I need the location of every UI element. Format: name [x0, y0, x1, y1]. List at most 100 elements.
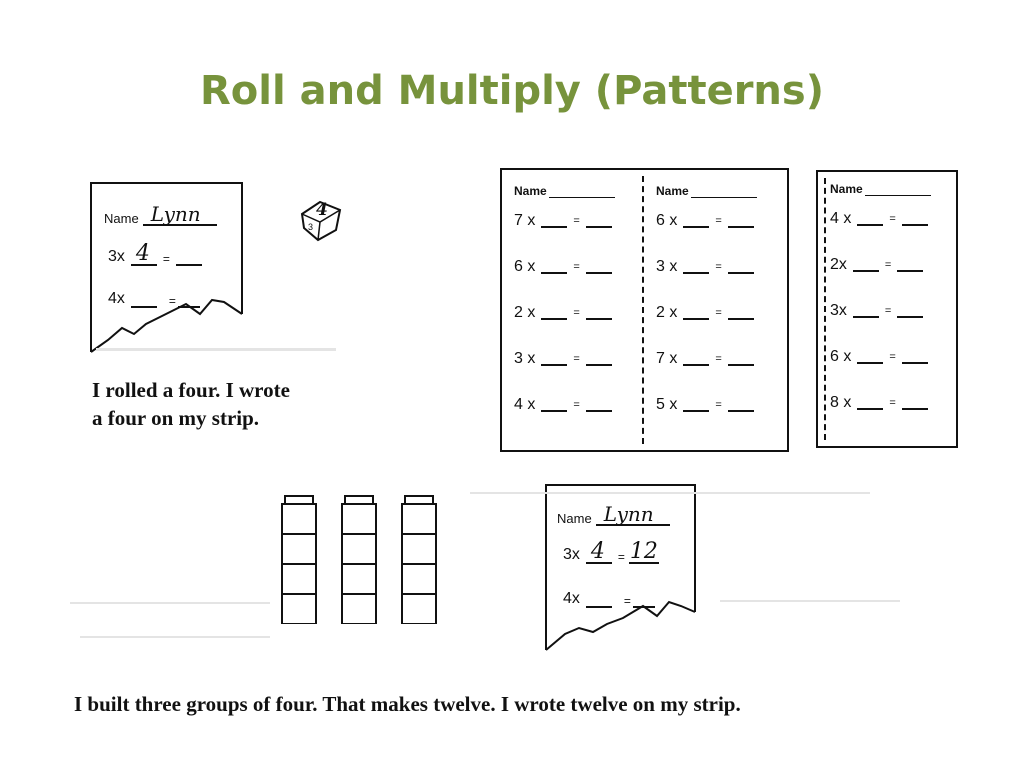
equals-sign: = [573, 353, 580, 365]
problem-row: 4 x= [514, 382, 618, 428]
factor: 5 x [656, 396, 678, 413]
linking-cube [281, 563, 317, 595]
equals-sign: = [715, 353, 722, 365]
blank [130, 296, 157, 308]
equals-sign: = [162, 252, 170, 266]
blank [901, 212, 928, 226]
worksheet-column: Name 4 x= 2x= 3x= 6 x= 8 x= [830, 174, 934, 426]
problem-row: 5 x= [656, 382, 760, 428]
worksheet-column-2: Name 6 x= 3 x= 2 x= 7 x= 5 x= [656, 176, 760, 428]
filled-blank: 4 [130, 238, 157, 266]
problem-row: 3 x = [514, 336, 618, 382]
name-value: Lynn [150, 202, 201, 226]
blank [683, 352, 710, 366]
caption-line-2: a four on my strip. [92, 406, 260, 430]
equals-sign: = [884, 305, 892, 317]
name-blank [690, 187, 757, 198]
answer-blank [177, 296, 200, 308]
factor: 3 x [656, 258, 678, 275]
worksheet-single-column: Name 4 x= 2x= 3x= 6 x= 8 x= [816, 170, 958, 448]
linking-cube [341, 563, 377, 595]
blank [727, 398, 754, 412]
problem-row: 2 x = [514, 290, 618, 336]
equals-sign: = [573, 261, 580, 273]
worksheet-two-column: Name 7 x= 6 x= 2 x= 3 x= 4 x= Name 6 x= … [500, 168, 789, 452]
name-label: Name [656, 184, 689, 198]
problem-row: 6 x = [830, 334, 934, 380]
factor: 2x [830, 256, 847, 273]
linking-cube [401, 533, 437, 565]
problem-row: 2x= [830, 242, 934, 288]
filled-value: 4 [590, 539, 605, 564]
name-blank [548, 187, 615, 198]
factor: 3x [108, 248, 125, 265]
equals-sign: = [617, 550, 625, 564]
answer-blank [632, 596, 655, 608]
equals-sign: = [889, 351, 896, 363]
equals-sign: = [715, 215, 722, 227]
problem-row: 3 x= [656, 244, 760, 290]
name-label: Name [557, 511, 592, 526]
factor: 3 x [514, 350, 536, 367]
column-divider [642, 176, 644, 444]
factor: 2 x [514, 304, 536, 321]
equals-sign: = [623, 594, 631, 608]
scan-speck [96, 348, 336, 351]
blank [727, 260, 754, 274]
strip-row-1: 3x 4 = [108, 226, 202, 266]
cube-tower-cap [404, 495, 434, 505]
blank [897, 304, 924, 318]
name-blank [864, 185, 931, 196]
worksheet-column-1: Name 7 x= 6 x= 2 x= 3 x= 4 x= [514, 176, 618, 428]
caption-bottom: I built three groups of four. That makes… [74, 692, 741, 716]
die-face-value: 4 [316, 200, 328, 220]
die-icon [300, 200, 342, 242]
blank [585, 306, 612, 320]
factor: 4 x [830, 210, 852, 227]
blank [727, 306, 754, 320]
name-blank: Lynn [142, 198, 217, 226]
blank [541, 260, 568, 274]
slide-title: Roll and Multiply (Patterns) [199, 68, 824, 114]
equals-sign: = [573, 399, 580, 411]
blank [857, 350, 884, 364]
factor: 4x [108, 290, 125, 307]
blank [683, 260, 710, 274]
strip-row-2: 4x = [563, 568, 655, 608]
blank [585, 352, 612, 366]
blank [585, 398, 612, 412]
name-blank: Lynn [595, 498, 670, 526]
blank [585, 260, 612, 274]
strip-row-2: 4x = [108, 268, 200, 308]
column-divider [824, 178, 826, 440]
scan-speck [70, 602, 270, 604]
blank [541, 306, 568, 320]
name-value: Lynn [603, 502, 654, 526]
answer-blank [175, 254, 202, 266]
equals-sign: = [573, 307, 580, 319]
number-strip-bottom: Name Lynn 3x 4 = 12 4x = [545, 484, 701, 656]
blank [897, 258, 924, 272]
factor: 2 x [656, 304, 678, 321]
linking-cube [401, 593, 437, 624]
cube-towers-drawing [281, 495, 437, 624]
linking-cube [281, 593, 317, 624]
factor: 8 x [830, 394, 852, 411]
blank [852, 258, 879, 272]
equals-sign: = [168, 294, 176, 308]
strip-name-row: Name Lynn [557, 486, 670, 526]
blank [683, 306, 710, 320]
equals-sign: = [889, 397, 896, 409]
factor: 7 x [656, 350, 678, 367]
factor: 6 x [830, 348, 852, 365]
die: 4 3 [298, 196, 346, 244]
factor: 7 x [514, 212, 536, 229]
problem-row: 7 x = [514, 198, 618, 244]
equals-sign: = [573, 215, 580, 227]
caption-line-1: I rolled a four. I wrote [92, 378, 290, 402]
factor: 3x [563, 546, 580, 563]
strip-name-row: Name Lynn [104, 186, 217, 226]
filled-blank: 4 [585, 536, 612, 564]
scan-speck [720, 600, 900, 602]
linking-cube [341, 503, 377, 535]
